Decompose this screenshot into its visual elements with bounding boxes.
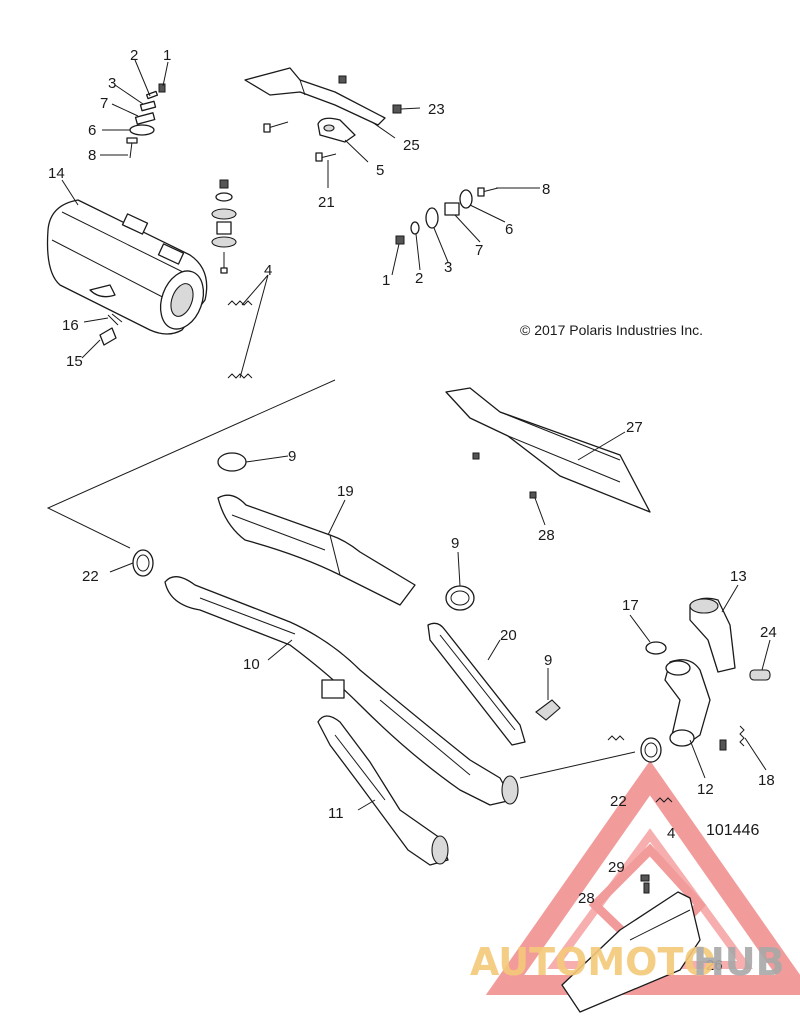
callout-labels: 2 1 3 7 6 8 14 16 15 4 23 25 5 21 8 6 7 … [48,47,777,974]
heat-shield-part-27 [445,387,651,513]
callout-17: 17 [622,597,639,614]
callout-3-right: 3 [444,259,452,276]
copyright-text: © 2017 Polaris Industries Inc. [520,322,703,338]
callout-7-right: 7 [475,242,483,259]
callout-27: 27 [626,419,643,436]
callout-5: 5 [376,162,384,179]
hardware-stack-right [395,187,499,245]
elbow-part-13 [689,597,736,673]
callout-25: 25 [403,137,420,154]
watermark-text: AUTOMOTO HUB [470,940,785,984]
callout-23: 23 [428,101,445,118]
leader-line-connector [519,751,636,779]
hardware-part-29 [640,874,650,882]
pipe-part-19 [217,494,416,606]
callout-2-right: 2 [415,270,423,287]
callout-9-lower: 9 [544,652,552,669]
clamp-part-16 [107,313,123,326]
bolts-part-18 [719,725,745,751]
clamp-part-9-upper [217,452,247,472]
callout-8-left: 8 [88,147,96,164]
skid-plate-part-26 [561,891,701,1013]
callout-28-lower: 28 [578,890,595,907]
gasket-part-22-left [132,549,154,577]
bolt-part-23 [392,104,402,114]
callout-7-left: 7 [100,95,108,112]
callout-19: 19 [337,483,354,500]
heat-shield-part-25 [244,67,386,126]
pipe-part-12 [664,659,711,747]
callout-4-upper: 4 [264,262,272,279]
clamp-part-9-mid [445,585,475,611]
callout-16: 16 [62,317,79,334]
hanger-part-15 [99,327,117,346]
callout-15: 15 [66,353,83,370]
bolt-part-28-lower [643,882,650,894]
callout-21: 21 [318,194,335,211]
section-boundary [46,379,336,549]
callout-24: 24 [760,624,777,641]
callout-4-lower: 4 [667,825,675,842]
callout-10: 10 [243,656,260,673]
diagram-reference-number: 101446 [706,822,759,839]
callout-9-mid: 9 [451,535,459,552]
mount-stack [211,179,237,274]
callout-22-right: 22 [610,793,627,810]
callout-11: 11 [328,805,344,822]
callout-9-upper: 9 [288,448,296,465]
spring-part-4-upper [227,300,253,306]
callout-22-left: 22 [82,568,99,585]
leader-lines [61,59,771,811]
callout-1-left: 1 [163,47,171,64]
bracket-part-5 [317,117,356,143]
hardware-stack-left [126,83,166,159]
cap-part-9-lower [535,699,561,721]
callout-3-left: 3 [108,75,116,92]
callout-8-right: 8 [542,181,550,198]
callout-20: 20 [500,627,517,644]
callout-18: 18 [758,772,775,789]
callout-1-right: 1 [382,272,390,289]
muffler-assembly [46,199,208,335]
pipe-part-11 [317,715,449,866]
callout-13: 13 [730,568,747,585]
callout-28-upper: 28 [538,527,555,544]
watermark-text-part1: AUTOMOTO [470,940,716,984]
callout-6-right: 6 [505,221,513,238]
callout-12: 12 [697,781,714,798]
gasket-part-22-right [640,737,662,763]
headpipe-part-10 [164,576,519,806]
gasket-part-17 [645,641,667,655]
callout-26: 26 [706,957,723,974]
spring-part-4-lower [227,373,253,379]
spring-part-4-right [607,735,673,803]
part-24 [749,669,771,681]
bolt-part-21 [263,121,337,162]
callout-6-left: 6 [88,122,96,139]
watermark-text-part2: HUB [693,940,785,984]
callout-2-left: 2 [130,47,138,64]
cover-part-20 [427,622,526,746]
callout-29: 29 [608,859,625,876]
callout-14: 14 [48,165,65,182]
